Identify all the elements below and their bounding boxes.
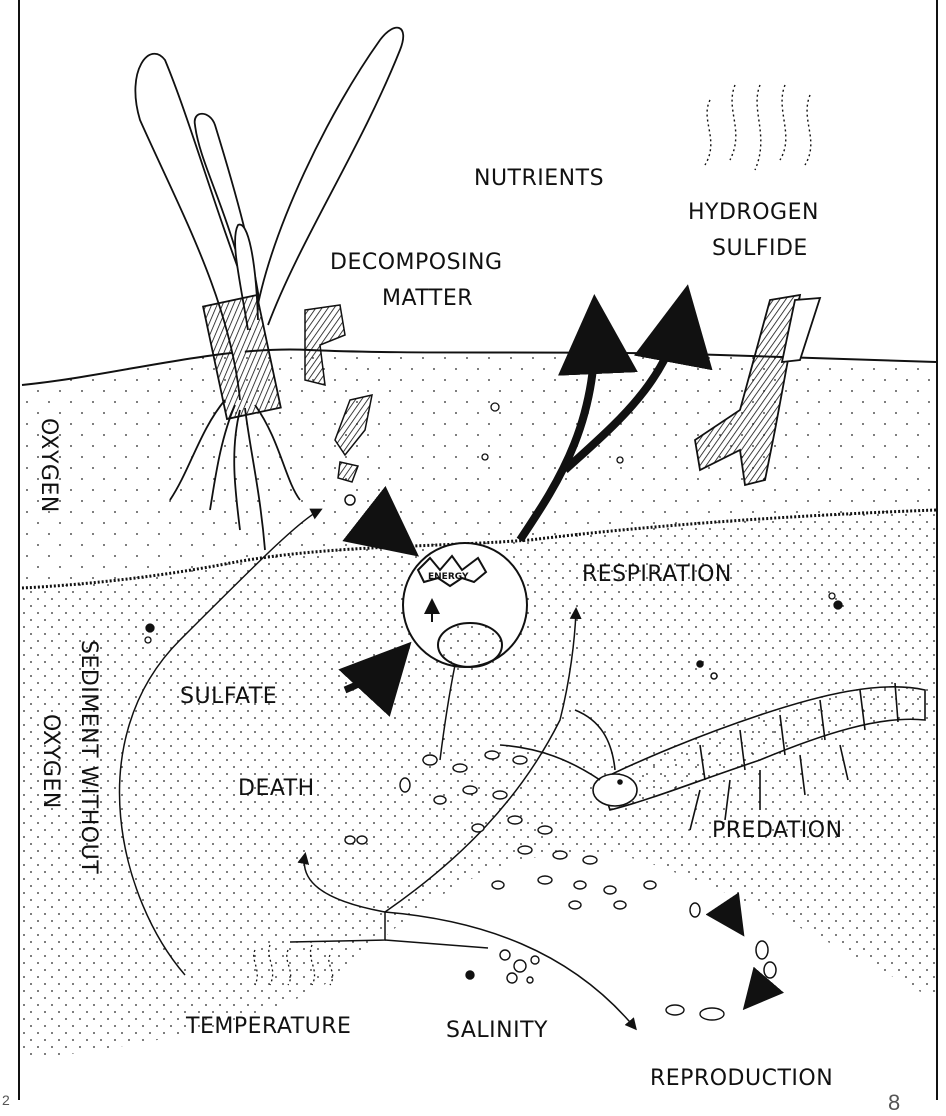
hydrogen-sulfide-label-line1: HYDROGEN [688, 200, 819, 225]
nutrients-label: NUTRIENTS [474, 166, 604, 191]
energy-label: ENERGY [428, 572, 468, 582]
predation-label: PREDATION [712, 818, 843, 843]
sediment-without-oxygen-label-line1: SEDIMENT WITHOUT [76, 640, 101, 874]
respiration-label: RESPIRATION [582, 562, 732, 587]
hydrogen-sulfide-wisps [705, 85, 811, 170]
hydrogen-sulfide-label-line2: SULFIDE [712, 236, 808, 261]
bacterium [403, 543, 527, 667]
oxygen-label: OXYGEN [36, 418, 61, 513]
sediment-without-oxygen-label-line2: OXYGEN [38, 714, 63, 809]
reproduction-label: REPRODUCTION [650, 1066, 833, 1091]
page-number: 8 [888, 1090, 900, 1116]
salinity-label: SALINITY [446, 1018, 548, 1043]
decomposing-matter-label-line1: DECOMPOSING [330, 250, 503, 275]
salinity-grains [466, 950, 539, 983]
decomposing-matter-label-line2: MATTER [382, 286, 473, 311]
corner-mark: 2 [2, 1092, 10, 1108]
death-label: DEATH [238, 776, 315, 801]
temperature-label: TEMPERATURE [186, 1014, 351, 1039]
sulfate-label: SULFATE [180, 684, 277, 709]
